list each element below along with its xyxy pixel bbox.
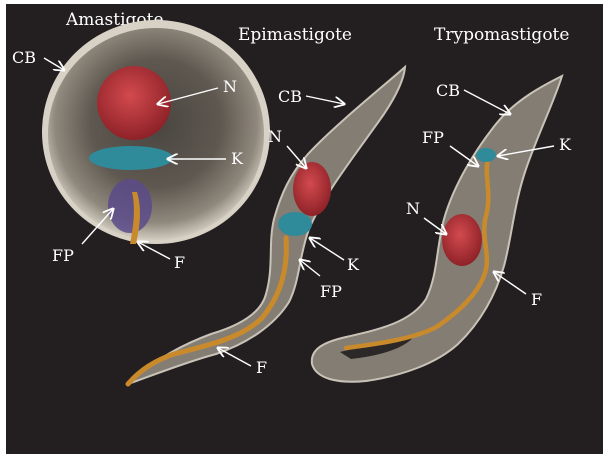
- trypomastigote-label-n: N: [406, 199, 420, 218]
- amastigote-flagellar-pocket: [108, 179, 152, 233]
- amastigote-label-n: N: [223, 77, 237, 96]
- epimastigote-label-f: F: [256, 358, 267, 377]
- epimastigote-label-n: N: [268, 127, 282, 146]
- amastigote-label-f: F: [174, 253, 185, 272]
- diagram-stage: Amastigote CB N K FP F Epimastigote: [6, 4, 603, 454]
- amastigote-label-cb: CB: [12, 48, 36, 67]
- trypomastigote-nucleus: [442, 214, 482, 266]
- trypomastigote-label-f: F: [531, 290, 542, 309]
- epimastigote-title: Epimastigote: [238, 25, 352, 45]
- trypomastigote-kinetoplast: [476, 148, 496, 162]
- trypomastigote-label-k: K: [559, 135, 572, 154]
- epimastigote-label-k: K: [347, 255, 360, 274]
- epimastigote-label-fp: FP: [320, 282, 342, 301]
- epimastigote-nucleus: [293, 162, 331, 216]
- epimastigote-kinetoplast: [278, 212, 312, 236]
- trypomastigote-label-fp: FP: [422, 128, 444, 147]
- epimastigote-label-cb: CB: [278, 87, 302, 106]
- trypanosome-life-stages-diagram: Amastigote CB N K FP F Epimastigote: [6, 4, 603, 454]
- trypomastigote-label-cb: CB: [436, 81, 460, 100]
- trypomastigote-title: Trypomastigote: [434, 25, 569, 45]
- amastigote-label-k: K: [231, 149, 244, 168]
- amastigote-kinetoplast: [89, 146, 173, 170]
- amastigote-label-fp: FP: [52, 246, 74, 265]
